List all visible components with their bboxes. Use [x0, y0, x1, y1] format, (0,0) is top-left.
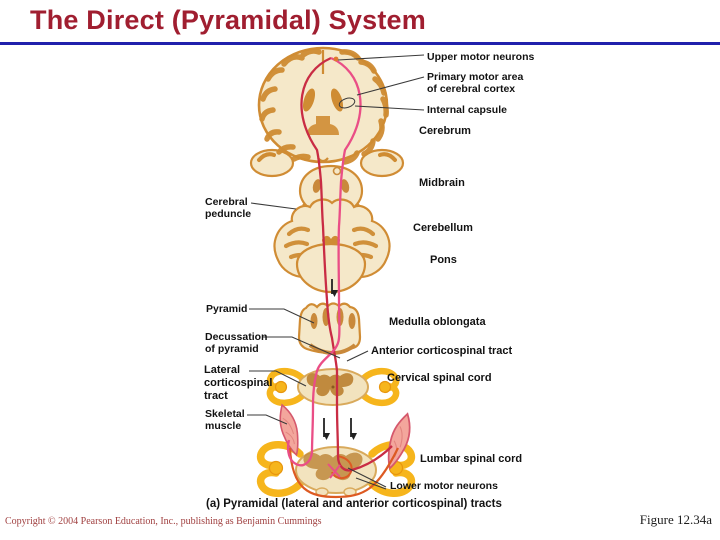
label-medulla-oblongata: Medulla oblongata	[389, 316, 486, 328]
label-lumbar-spinal-cord: Lumbar spinal cord	[420, 453, 523, 465]
label-midbrain: Midbrain	[419, 177, 465, 189]
corticospinal-tract-lines	[286, 56, 399, 499]
label-cerebrum: Cerebrum	[419, 125, 471, 137]
upper-motor-neuron-cell-body	[333, 56, 339, 62]
label-internal-capsule: Internal capsule	[427, 104, 507, 116]
label-decussation-of-pyramid: Decussation of pyramid	[205, 331, 268, 356]
cervical-cord-section	[266, 367, 400, 407]
anterior-corticospinal-tract-line	[300, 56, 393, 472]
label-cerebral-peduncle: Cerebral peduncle	[205, 196, 252, 221]
cerebrum-section	[249, 46, 405, 178]
label-lower-motor-neurons: Lower motor neurons	[390, 480, 498, 492]
figure-number: Figure 12.34a	[639, 512, 712, 527]
label-upper-motor-neurons: Upper motor neurons	[427, 51, 535, 63]
pons-cerebellum-section	[273, 198, 391, 294]
label-cervical-spinal-cord: Cervical spinal cord	[387, 372, 492, 384]
leader-lines	[247, 54, 425, 490]
figure-caption: (a) Pyramidal (lateral and anterior cort…	[206, 498, 502, 510]
label-pons: Pons	[430, 254, 457, 266]
title-underline	[0, 42, 720, 45]
label-lateral-corticospinal-tract: Lateral corticospinal tract	[204, 364, 273, 402]
copyright-text: Copyright © 2004 Pearson Education, Inc.…	[5, 516, 322, 527]
lateral-corticospinal-tract-line	[286, 56, 362, 467]
label-anterior-corticospinal-tract: Anterior corticospinal tract	[371, 345, 513, 357]
page-title: The Direct (Pyramidal) System	[30, 5, 426, 35]
label-cerebellum: Cerebellum	[413, 222, 473, 234]
label-skeletal-muscle: Skeletal muscle	[205, 408, 245, 433]
label-primary-motor-area: Primary motor area of cerebral cortex	[427, 71, 524, 96]
skeletal-muscle-left	[279, 403, 299, 457]
label-pyramid: Pyramid	[206, 303, 248, 315]
